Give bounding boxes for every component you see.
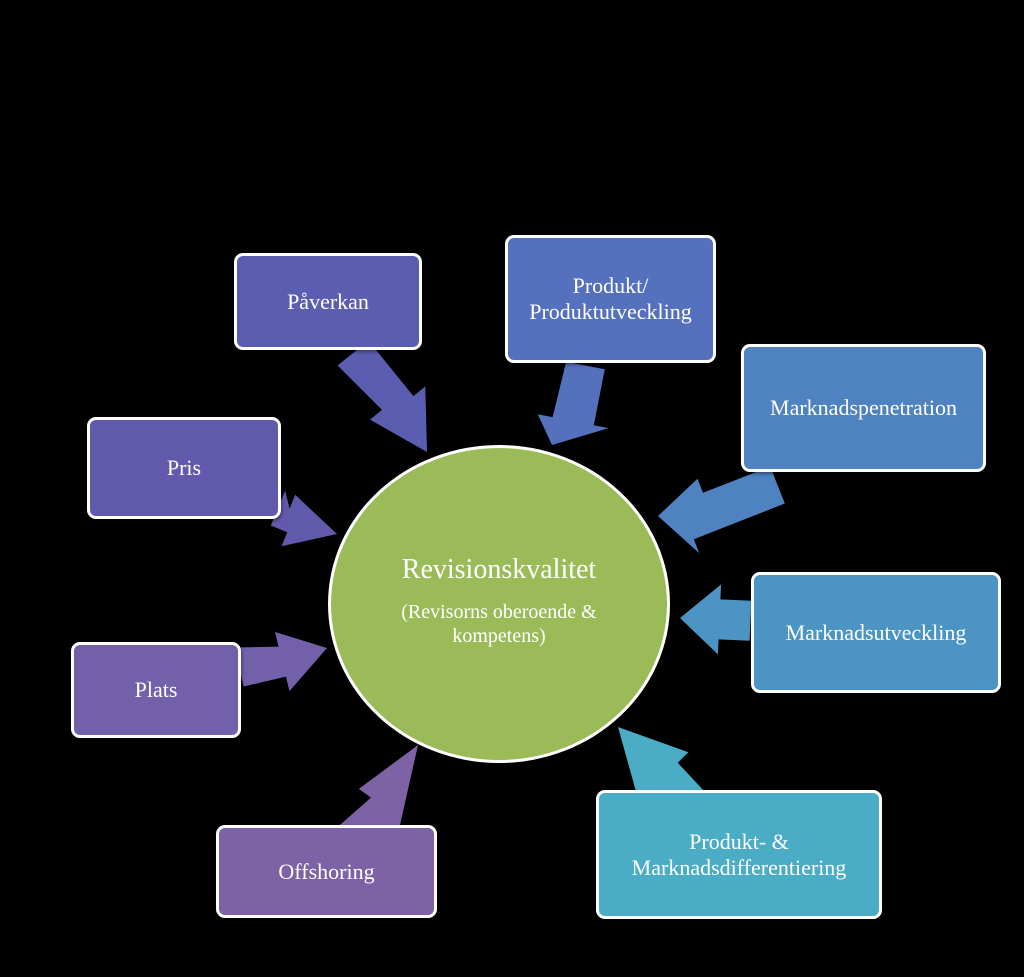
node-marknadspenetration-label: Marknadspenetration bbox=[770, 395, 957, 421]
node-paverkan-label: Påverkan bbox=[287, 288, 369, 314]
node-marknadsutveckling-label: Marknadsutveckling bbox=[785, 619, 967, 645]
node-marknadsutveckling: Marknadsutveckling bbox=[751, 572, 1001, 693]
center-circle: Revisionskvalitet (Revisorns oberoende &… bbox=[328, 445, 670, 763]
node-produkt: Produkt/Produktutveckling bbox=[505, 235, 716, 363]
node-plats: Plats bbox=[71, 642, 241, 738]
node-plats-label: Plats bbox=[134, 677, 178, 703]
node-offshoring: Offshoring bbox=[216, 825, 437, 918]
arrow-produkt bbox=[537, 361, 609, 445]
arrow-utveckling bbox=[680, 584, 752, 655]
arrow-penetration bbox=[658, 466, 785, 554]
node-paverkan: Påverkan bbox=[234, 253, 422, 350]
arrow-plats bbox=[234, 632, 327, 692]
node-differentiering-label: Produkt- &Marknadsdifferentiering bbox=[631, 828, 847, 880]
center-title: Revisionskvalitet bbox=[401, 554, 597, 585]
node-differentiering: Produkt- &Marknadsdifferentiering bbox=[596, 790, 882, 919]
node-marknadspenetration: Marknadspenetration bbox=[741, 344, 986, 472]
node-pris: Pris bbox=[87, 417, 281, 519]
node-pris-label: Pris bbox=[166, 455, 202, 481]
node-offshoring-label: Offshoring bbox=[278, 858, 375, 884]
arrow-pris bbox=[270, 490, 337, 547]
arrow-paverkan bbox=[337, 340, 427, 452]
center-subtitle: (Revisorns oberoende & kompetens) bbox=[401, 601, 597, 647]
node-produkt-label: Produkt/Produktutveckling bbox=[529, 273, 692, 324]
